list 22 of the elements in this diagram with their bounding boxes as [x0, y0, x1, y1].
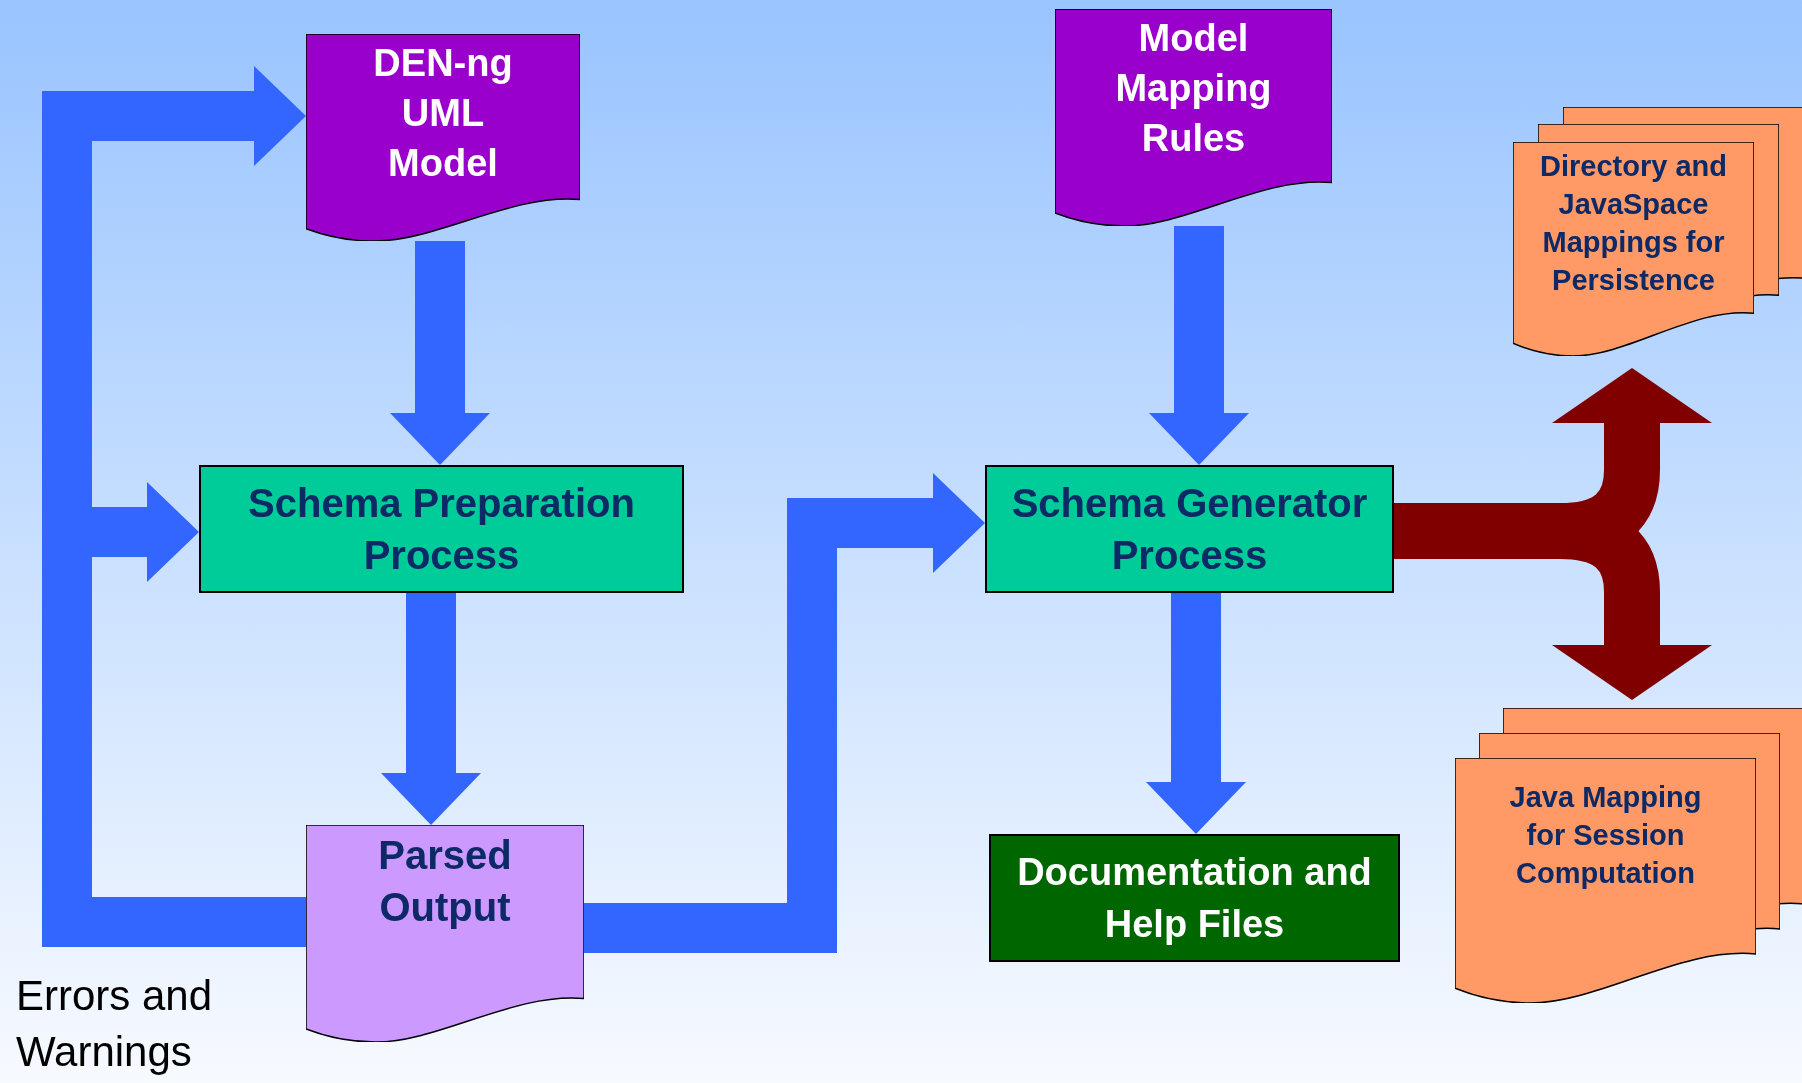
document-shape	[306, 34, 580, 241]
note-text: Errors and Warnings	[16, 971, 214, 1077]
node-label: DEN-ng UML Model	[372, 41, 514, 186]
process-box	[989, 834, 1400, 962]
stacked-documents	[1455, 708, 1802, 1003]
document-shape	[1055, 9, 1332, 226]
node-label: Documentation and Help Files	[1016, 850, 1373, 947]
arrow	[584, 473, 985, 953]
arrow	[381, 593, 481, 825]
process-box	[199, 465, 684, 593]
node-label: Java Mapping for Session Computation	[1508, 780, 1703, 891]
node-label: Parsed Output	[377, 832, 513, 931]
process-box	[985, 465, 1394, 593]
node-label: Directory and JavaSpace Mappings for Persistence	[1539, 149, 1728, 298]
arrow	[390, 241, 490, 465]
arrow	[1149, 226, 1249, 465]
node-label: Schema Generator Process	[1010, 480, 1369, 579]
arrow	[1146, 593, 1246, 834]
node-label: Schema Preparation Process	[247, 480, 636, 579]
node-label: Model Mapping Rules	[1114, 16, 1273, 161]
stacked-documents	[1513, 107, 1802, 356]
document-shape	[306, 825, 584, 1042]
